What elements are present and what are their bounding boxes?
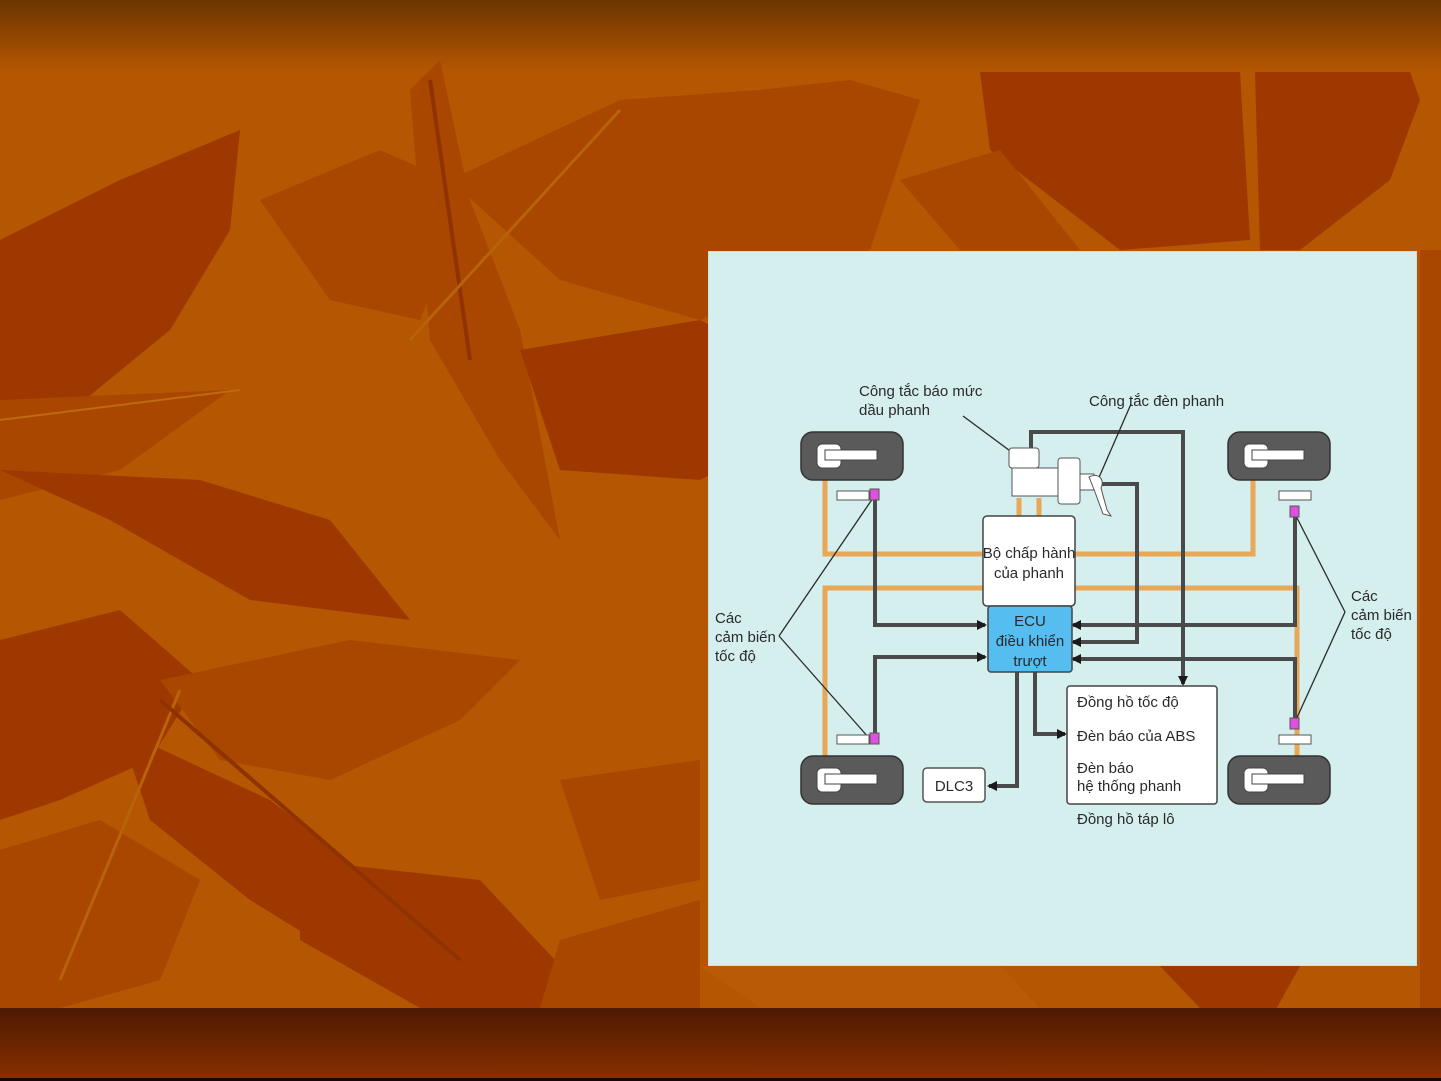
master-cylinder — [1009, 448, 1094, 504]
dlc3-label: DLC3 — [935, 778, 973, 795]
ecu-label-1: ECU — [1014, 613, 1046, 630]
wheel-rear-left — [801, 756, 903, 804]
meter-caption: Đồng hồ táp lô — [1077, 811, 1175, 828]
speed-sensor-rear-left — [837, 733, 879, 744]
signal-line-sensor-front-left — [875, 498, 985, 625]
brake-actuator-label-2: của phanh — [994, 565, 1064, 582]
speed-sensor-front-left — [837, 489, 879, 500]
fluid-level-switch-label-1: Công tắc báo mức — [859, 383, 983, 400]
signal-line-ecu-to-dlc3 — [989, 672, 1017, 786]
meter-abs-warning-label: Đèn báo của ABS — [1077, 728, 1195, 745]
meter-brake-warning-label-1: Đèn báo — [1077, 760, 1134, 777]
right-sensors-label-3: tốc độ — [1351, 626, 1392, 643]
speed-sensor-front-right — [1279, 491, 1311, 517]
wheel-front-left — [801, 432, 903, 480]
wheel-rear-right — [1228, 756, 1330, 804]
hydraulic-line-front-left — [825, 477, 983, 554]
left-sensors-label-3: tốc độ — [715, 648, 756, 665]
diagram-canvas: Bộ chấp hành của phanh ECU điều khiển tr… — [709, 252, 1418, 967]
hydraulic-line-front-right — [1075, 477, 1253, 554]
left-sensors-label-2: cảm biến — [715, 629, 776, 646]
abs-system-diagram: Bộ chấp hành của phanh ECU điều khiển tr… — [708, 251, 1417, 966]
ecu-label-3: trượt — [1013, 653, 1047, 670]
brake-actuator-label-1: Bộ chấp hành — [983, 545, 1076, 562]
bottom-band — [0, 1008, 1441, 1081]
brake-light-switch-label: Công tắc đèn phanh — [1089, 393, 1224, 410]
left-sensors-label-1: Các — [715, 610, 742, 627]
fluid-level-switch-label-2: dầu phanh — [859, 402, 930, 419]
wheel-front-right — [1228, 432, 1330, 480]
ecu-label-2: điều khiển — [996, 633, 1064, 650]
meter-brake-warning-label-2: hệ thống phanh — [1077, 778, 1181, 795]
right-sensors-label-1: Các — [1351, 588, 1378, 605]
signal-line-sensor-rear-left — [875, 657, 985, 738]
signal-line-ecu-to-meter — [1035, 672, 1065, 734]
meter-speedometer-label: Đồng hồ tốc độ — [1077, 694, 1179, 711]
right-sensors-label-2: cảm biến — [1351, 607, 1412, 624]
brake-pedal-icon — [1089, 475, 1111, 516]
